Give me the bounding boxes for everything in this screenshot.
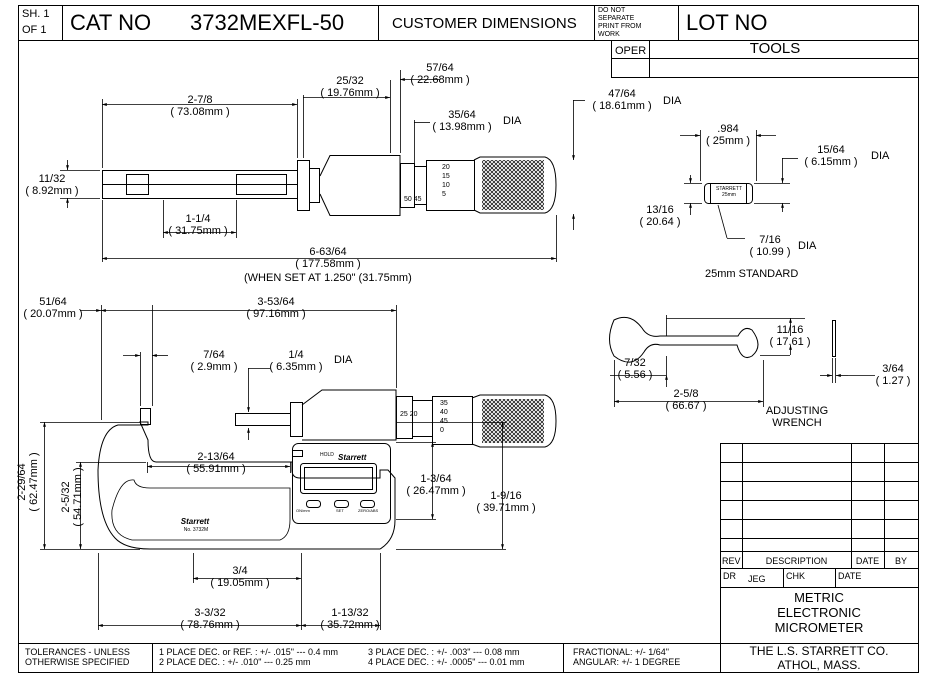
- dim-47-64: 47/64( 18.61mm ): [592, 88, 652, 112]
- when-set-note: (WHEN SET AT 1.250" (31.75mm): [244, 272, 412, 284]
- tools-label: TOOLS: [749, 40, 801, 57]
- chk-label: CHK: [786, 571, 806, 581]
- side-view-micrometer: [97, 389, 557, 550]
- description-label: DESCRIPTION: [765, 556, 828, 566]
- dim-2-5-8: 2-5/8( 66.67 ): [665, 388, 707, 412]
- date-label: DATE: [855, 556, 880, 566]
- dim-7-16: 7/16( 10.99 ): [749, 234, 791, 258]
- dim-1-13-32: 1-13/32( 35.72mm ): [320, 607, 380, 631]
- drawing-title: METRIC ELECTRONIC MICROMETER: [774, 590, 864, 635]
- dim-7-32: 7/32( 5.56 ): [617, 357, 653, 381]
- dim-6-63-64: 6-63/64( 177.58mm ): [295, 246, 361, 270]
- dim-25-32: 25/32( 19.76mm ): [320, 75, 380, 99]
- dim-3-3-32: 3-3/32( 78.76mm ): [180, 607, 240, 631]
- dim-2-7-8: 2-7/8( 73.08mm ): [170, 94, 230, 118]
- dim-11-16: 11/16( 17.61 ): [769, 324, 811, 348]
- dim-1-1-4: 1-1/4( 31.75mm ): [168, 213, 228, 237]
- wrench-drawing: [609, 316, 836, 363]
- top-sleeve-scale: 50 45: [404, 196, 422, 203]
- dim-13-16: 13/16( 20.64 ): [639, 204, 681, 228]
- tolerances-3-4-place: 3 PLACE DEC. : +/- .003" --- 0.08 mm 4 P…: [368, 647, 525, 667]
- dim-57-64: 57/64( 22.68mm ): [410, 62, 470, 86]
- lot-label: LOT NO: [686, 10, 768, 35]
- sheet-label: SH. 1: [22, 8, 50, 20]
- standard-dia-label: DIA: [871, 150, 890, 162]
- side-sleeve-scale: 25 20: [400, 411, 418, 418]
- dim-3-4: 3/4( 19.05mm ): [210, 565, 270, 589]
- dim-2-13-64: 2-13/64( 55.91mm ): [186, 451, 246, 475]
- dim-2-5-32: 2-5/32( 54.71mm ): [60, 467, 84, 527]
- btn-label-zero: ZERO/ABS: [358, 508, 379, 513]
- cat-number: 3732MEXFL-50: [190, 10, 345, 35]
- by-label: BY: [894, 556, 907, 566]
- date2-label: DATE: [838, 571, 862, 581]
- company-block: THE L.S. STARRETT CO. ATHOL, MASS.: [749, 644, 889, 672]
- frame-logo: Starrett: [180, 517, 210, 526]
- dim-15-64: 15/64( 6.15mm ): [804, 144, 858, 168]
- dim-1-9-16: 1-9/16( 39.71mm ): [476, 490, 536, 514]
- customer-dimensions-label: CUSTOMER DIMENSIONS: [392, 15, 577, 32]
- hold-label: HOLD: [320, 452, 334, 458]
- oper-label: OPER: [615, 45, 647, 57]
- top-view-micrometer: [102, 155, 557, 216]
- dia-label-1: DIA: [503, 115, 522, 127]
- dim-11-32: 11/32( 8.92mm ): [25, 173, 79, 197]
- dim-3-53-64: 3-53/64( 97.16mm ): [246, 296, 306, 320]
- frame-model: No. 3732M: [183, 527, 209, 533]
- btn-label-on: ON/mm: [296, 508, 310, 513]
- dim-51-64: 51/64( 20.07mm ): [23, 296, 83, 320]
- standard-rod-drawing: [704, 183, 753, 204]
- standard-caption: 25mm STANDARD: [705, 268, 799, 280]
- side-dia-label: DIA: [334, 354, 353, 366]
- dim-984: .984( 25mm ): [706, 123, 750, 147]
- btn-label-set: SET: [336, 508, 344, 513]
- cat-label: CAT NO: [70, 10, 152, 35]
- sheet-border: [18, 5, 919, 673]
- dim-35-64: 35/64( 13.98mm ): [432, 109, 492, 133]
- dim-7-64: 7/64( 2.9mm ): [190, 349, 238, 373]
- do-not-separate-note: DO NOT SEPARATE PRINT FROM WORK: [598, 7, 642, 38]
- dim-2-29-64: 2-29/64( 62.47mm ): [16, 452, 40, 512]
- tolerances-fractional-angular: FRACTIONAL: +/- 1/64" ANGULAR: +/- 1 DEG…: [573, 647, 681, 667]
- dim-3-64: 3/64( 1.27 ): [875, 363, 911, 387]
- tolerances-heading: TOLERANCES - UNLESS OTHERWISE SPECIFIED: [25, 647, 130, 667]
- dia-label-2: DIA: [663, 95, 682, 107]
- of-label: OF 1: [22, 24, 47, 36]
- display-logo: Starrett: [338, 453, 367, 462]
- rev-label: REV: [722, 556, 741, 566]
- dr-value: JEG: [748, 574, 766, 584]
- dr-label: DR: [723, 571, 736, 581]
- dim-1-3-64: 1-3/64( 26.47mm ): [406, 473, 466, 497]
- standard-dia-label-2: DIA: [798, 240, 817, 252]
- tolerances-1-2-place: 1 PLACE DEC. or REF. : +/- .015" --- 0.4…: [159, 647, 338, 667]
- dim-1-4: 1/4( 6.35mm ): [269, 349, 323, 373]
